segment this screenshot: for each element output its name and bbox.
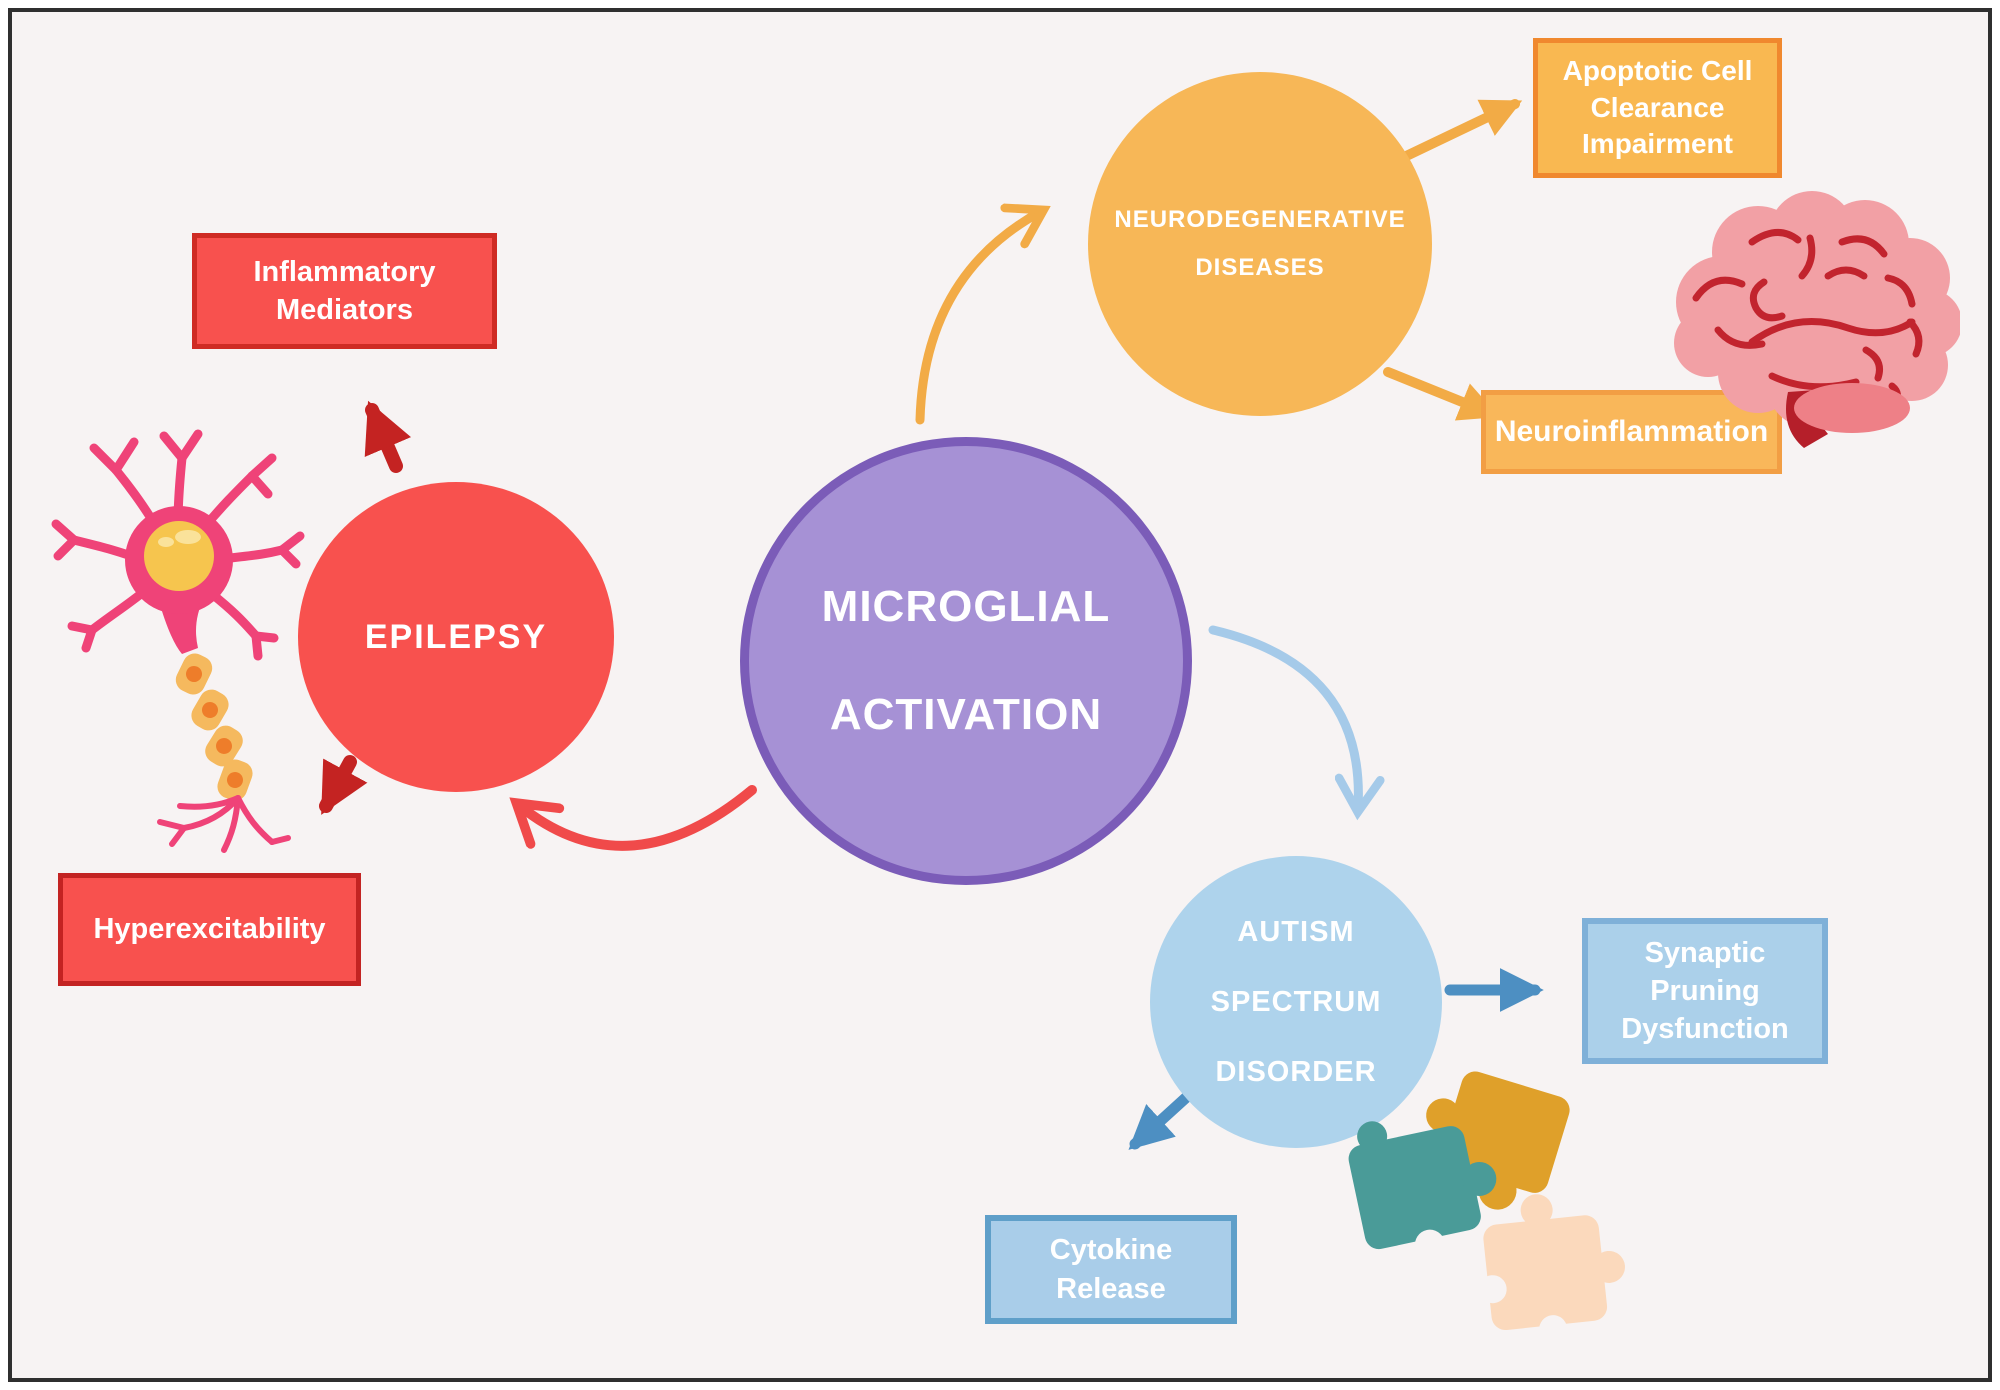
autism-spectrum-node: AUTISM SPECTRUM DISORDER: [1150, 856, 1442, 1148]
arrow-center-to-neurodegenerative: [915, 212, 1040, 425]
arrow-epilepsy-to-hyperexcitability: [319, 755, 368, 815]
inflammatory-mediators-box: Inflammatory Mediators: [192, 233, 497, 349]
arrow-epilepsy-to-inflammatory: [364, 400, 412, 473]
neuron-icon: [51, 429, 305, 853]
neuroinflammation-label: Neuroinflammation: [1494, 415, 1769, 449]
cytokine-line2: Release: [1056, 1272, 1166, 1305]
apoptotic-line2: Clearance: [1590, 91, 1725, 123]
synaptic-line1: Synaptic: [1644, 936, 1766, 969]
inflammatory-line2: Mediators: [276, 294, 413, 326]
puzzle-pieces-icon: [1348, 1071, 1625, 1344]
arrow-autism-to-cytokine: [1128, 1088, 1196, 1150]
neuro-label-line2: DISEASES: [1195, 254, 1325, 281]
apoptotic-line1: Apoptotic Cell: [1562, 54, 1753, 86]
arrow-neuro-to-neuroinflammation: [1383, 367, 1500, 421]
synaptic-line2: Pruning: [1650, 974, 1760, 1007]
arrow-center-to-autism: [1208, 625, 1358, 808]
microglial-activation-node: MICROGLIAL ACTIVATION: [740, 437, 1192, 885]
apoptotic-clearance-box: Apoptotic Cell Clearance Impairment: [1533, 38, 1782, 178]
brain-icon: [1674, 191, 1960, 448]
autism-line2: SPECTRUM: [1210, 985, 1382, 1018]
inflammatory-line1: Inflammatory: [253, 255, 436, 288]
epilepsy-node: EPILEPSY: [298, 482, 614, 792]
center-label-line2: ACTIVATION: [829, 690, 1103, 739]
neuroinflammation-box: Neuroinflammation: [1481, 390, 1782, 474]
hyperexcitability-box: Hyperexcitability: [58, 873, 361, 986]
neuro-label-line1: NEURODEGENERATIVE: [1114, 206, 1406, 233]
synaptic-line3: Dysfunction: [1621, 1013, 1789, 1046]
neurodegenerative-node: NEURODEGENERATIVE DISEASES: [1088, 72, 1432, 416]
epilepsy-label: EPILEPSY: [364, 617, 548, 656]
arrow-center-to-epilepsy: [520, 785, 757, 851]
arrow-neuro-to-apoptotic: [1393, 99, 1523, 165]
center-label-line1: MICROGLIAL: [821, 582, 1111, 631]
autism-line1: AUTISM: [1237, 915, 1355, 948]
apoptotic-line3: Impairment: [1582, 128, 1733, 160]
hyperexcitability-label: Hyperexcitability: [93, 913, 326, 946]
synaptic-pruning-box: Synaptic Pruning Dysfunction: [1582, 918, 1828, 1064]
cytokine-release-box: Cytokine Release: [985, 1215, 1237, 1324]
cytokine-line1: Cytokine: [1049, 1234, 1173, 1267]
autism-line3: DISORDER: [1215, 1055, 1377, 1088]
